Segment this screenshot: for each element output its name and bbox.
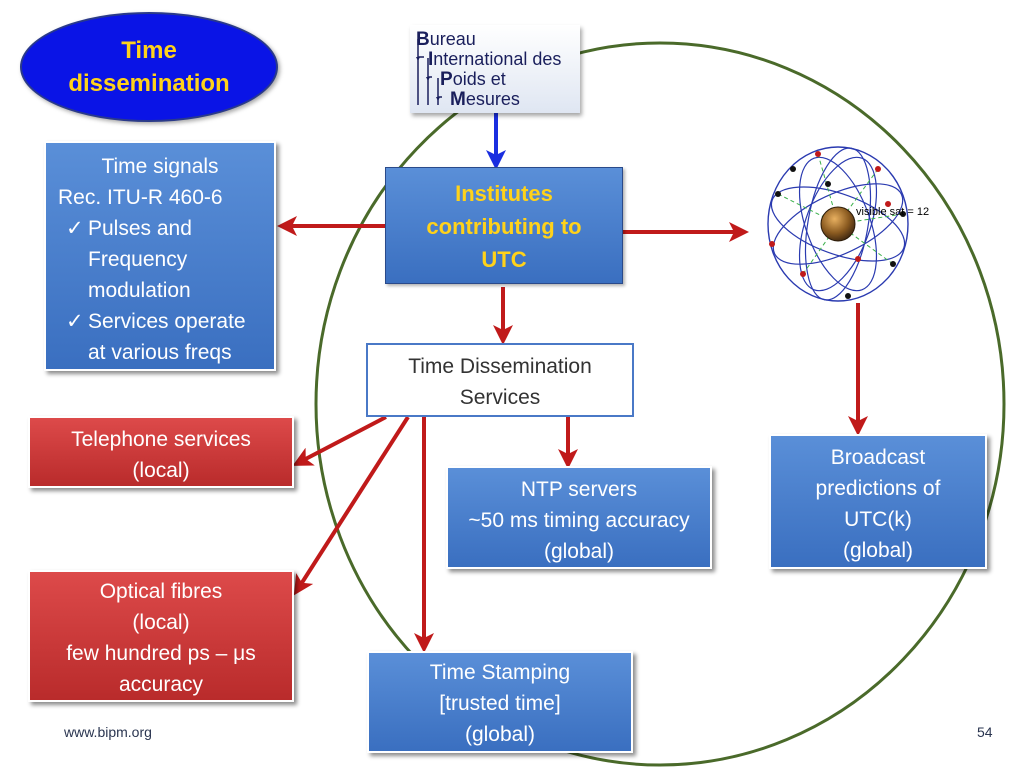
list-item: ✓ Services operate at various freqs — [58, 306, 274, 368]
time-signals-rec: Rec. ITU-R 460-6 — [58, 186, 223, 209]
logo-line-1: Bureau — [416, 29, 476, 50]
logo-line-3: Poids et — [440, 69, 506, 90]
list-item: ✓ Pulses and Frequency modulation — [58, 213, 274, 306]
bipm-logo: Bureau International des Poids et Mesure… — [410, 25, 580, 113]
time-signals-list: ✓ Pulses and Frequency modulation ✓ Serv… — [58, 213, 274, 368]
time-stamping-box: Time Stamping [trusted time] (global) — [367, 651, 633, 753]
checkmark-icon: ✓ — [66, 310, 84, 333]
broadcast-predictions-box: Broadcast predictions of UTC(k) (global) — [769, 434, 987, 569]
optical-fibres-box: Optical fibres (local) few hundred ps – … — [28, 570, 294, 702]
gps-visible-sat-label: visible sat = 12 — [856, 206, 930, 218]
time-dissemination-services-box: Time Dissemination Services — [366, 343, 634, 417]
institutes-box: Institutes contributing to UTC — [385, 167, 623, 284]
telephone-services-box: Telephone services (local) — [28, 416, 294, 488]
ntp-servers-box: NTP servers ~50 ms timing accuracy (glob… — [446, 466, 712, 569]
logo-tree-lines — [416, 39, 442, 105]
title-oval: Time dissemination — [20, 12, 278, 122]
logo-line-4: Mesures — [450, 89, 520, 110]
time-signals-heading: Time signals — [101, 155, 219, 178]
gps-constellation-image — [767, 146, 909, 302]
footer-url[interactable]: www.bipm.org — [64, 724, 152, 740]
arrow-services-to-telephone — [292, 415, 387, 466]
title-line-2: dissemination — [68, 70, 230, 97]
title-line-1: Time — [121, 37, 177, 64]
page-number: 54 — [977, 724, 993, 740]
logo-line-2: International des — [428, 49, 562, 70]
time-signals-box: Time signals Rec. ITU-R 460-6 ✓ Pulses a… — [44, 141, 276, 371]
big-circle — [314, 41, 1006, 767]
arrow-services-to-optical — [293, 415, 410, 596]
checkmark-icon: ✓ — [66, 217, 84, 240]
